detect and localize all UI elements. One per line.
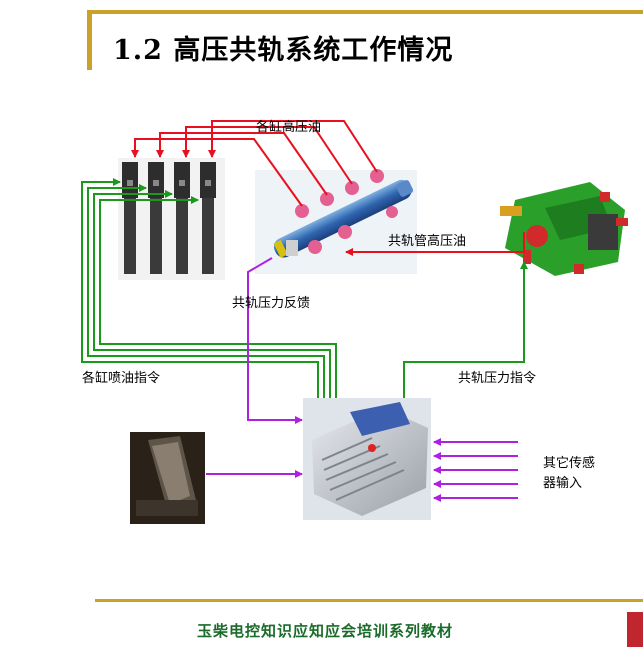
accelerator-pedal-image bbox=[130, 432, 205, 524]
injector-2 bbox=[148, 162, 164, 274]
injector-1 bbox=[122, 162, 138, 274]
injector-4 bbox=[200, 162, 216, 274]
page-title: 1.2 高压共轨系统工作情况 bbox=[113, 35, 454, 66]
label-cylinder-high-pressure-oil: 各缸高压油 bbox=[256, 120, 322, 135]
ecu-image bbox=[303, 398, 431, 520]
footer-rule bbox=[95, 599, 643, 602]
title-top-rule bbox=[87, 10, 643, 14]
rail-pressure-feedback-line bbox=[247, 257, 303, 424]
footer-title: 玉柴电控知识应知应会培训系列教材 bbox=[197, 622, 454, 640]
injectors-image bbox=[118, 158, 225, 280]
cylinder-injection-command-lines bbox=[81, 178, 337, 398]
rail-pressure-command-line bbox=[403, 261, 528, 398]
label-other-sensors-line2: 器输入 bbox=[543, 476, 583, 491]
label-rail-pressure-command: 共轨压力指令 bbox=[458, 371, 537, 386]
rail-high-pressure-oil-line bbox=[345, 232, 525, 256]
label-rail-pressure-feedback: 共轨压力反馈 bbox=[232, 296, 311, 311]
common-rail-image bbox=[255, 169, 417, 274]
other-sensor-input-lines bbox=[433, 438, 518, 502]
high-pressure-pump-image bbox=[490, 170, 633, 280]
injector-3 bbox=[174, 162, 190, 274]
page-corner-tab bbox=[627, 612, 643, 647]
title-left-bar bbox=[87, 10, 92, 70]
label-other-sensors-line1: 其它传感 bbox=[543, 456, 596, 471]
label-cylinder-injection-command: 各缸喷油指令 bbox=[82, 371, 161, 386]
cylinder-high-pressure-oil-lines bbox=[131, 120, 378, 207]
label-rail-high-pressure-oil: 共轨管高压油 bbox=[388, 234, 467, 249]
